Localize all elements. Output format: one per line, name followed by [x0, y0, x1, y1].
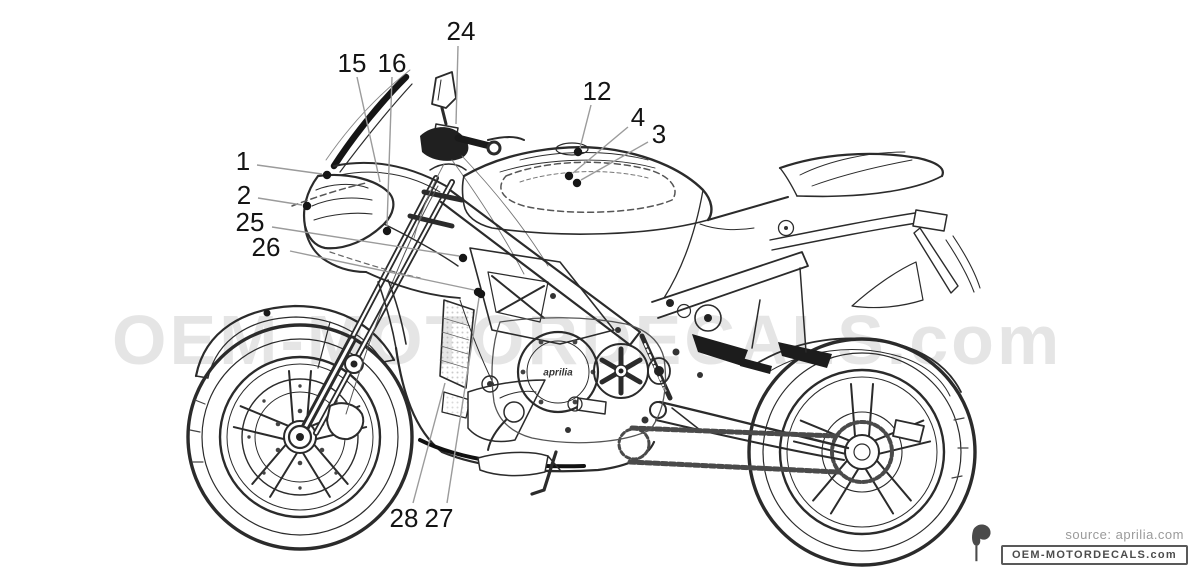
callout-number-2: 2 [237, 180, 251, 210]
clutch-cover [516, 330, 600, 414]
aprilia-engine-label: aprilia [543, 368, 573, 379]
callout-number-12: 12 [583, 76, 612, 106]
callout-number-25: 25 [236, 207, 265, 237]
belly-side-panel [467, 379, 546, 443]
rear-wheel [747, 337, 977, 567]
license-bracket [912, 209, 948, 232]
engine [481, 293, 703, 451]
callout-dot-3 [572, 178, 582, 188]
leader-line-2 [257, 197, 303, 206]
fairing-side-edge [377, 279, 407, 349]
kickstand [530, 450, 558, 496]
headlight [302, 173, 395, 250]
seat [707, 196, 789, 221]
front-fork [287, 175, 465, 450]
brand-label: OEM-MOTORDECALS.com [1000, 545, 1188, 565]
callout-number-27: 27 [425, 503, 454, 533]
tank-decal-outline [500, 161, 676, 213]
subframe [651, 251, 809, 319]
footpeg-brackets [692, 267, 832, 374]
front-brake-disc [241, 378, 359, 496]
callout-dot-12 [573, 147, 583, 157]
source-label: source: aprilia.com [1065, 527, 1184, 542]
tail-roundel [777, 219, 795, 237]
tail-section [699, 151, 981, 309]
leader-line-27 [446, 297, 480, 504]
callout-dot-25 [458, 253, 468, 263]
leader-line-16 [386, 76, 393, 227]
front-sprocket [617, 427, 651, 461]
leader-line-28 [412, 382, 446, 504]
frame-lattice [491, 275, 545, 319]
callout-dot-4 [564, 171, 574, 181]
exhaust [477, 450, 561, 496]
source-badge: source: aprilia.com OEM-MOTORDECALS.com [968, 521, 1188, 565]
control-cables [413, 155, 549, 275]
callout-number-1: 1 [236, 146, 250, 176]
callout-number-15: 15 [338, 48, 367, 78]
callout-dot-16 [382, 226, 392, 236]
callout-number-28: 28 [390, 503, 419, 533]
callout-number-4: 4 [631, 102, 645, 132]
leader-line-26 [289, 250, 475, 291]
nose-decal-outline [291, 182, 367, 207]
leader-line-25 [271, 226, 460, 257]
leader-line-12 [579, 104, 592, 149]
side-panel-edge [663, 189, 704, 299]
brake-line [345, 185, 439, 415]
engine-bolts [487, 293, 703, 433]
oil-cooler [441, 391, 471, 419]
frame [439, 188, 809, 347]
leader-line-15 [356, 76, 381, 183]
belly-pan [394, 299, 656, 473]
chain [617, 425, 841, 475]
fuel-tank [461, 142, 713, 235]
oem-motordecals-logo-icon [971, 524, 991, 562]
inner-fender-panel [851, 261, 924, 309]
callout-dot-2 [302, 201, 312, 211]
leader-line-4 [572, 126, 629, 174]
windscreen [325, 69, 413, 173]
rear-wheel-spokes [792, 383, 932, 515]
fuel-cap [555, 142, 589, 156]
callout-number-16: 16 [378, 48, 407, 78]
callout-number-24: 24 [447, 16, 476, 46]
leader-line-3 [580, 141, 649, 181]
handlebar-controls [413, 127, 549, 275]
starter-motor [576, 397, 607, 415]
callout-dot-1 [322, 170, 332, 180]
radiator [439, 299, 475, 419]
leader-line-1 [256, 164, 323, 175]
callout-dot-27 [476, 289, 486, 299]
water-pump [503, 401, 525, 423]
callout-number-26: 26 [252, 232, 281, 262]
splash-guard-fin [913, 227, 959, 294]
rear-sprocket [830, 420, 894, 484]
callout-number-3: 3 [652, 119, 666, 149]
leader-line-24 [455, 45, 459, 125]
rear-brake-caliper [892, 419, 925, 443]
front-brake-caliper [326, 402, 365, 441]
triple-clamps [407, 189, 465, 229]
